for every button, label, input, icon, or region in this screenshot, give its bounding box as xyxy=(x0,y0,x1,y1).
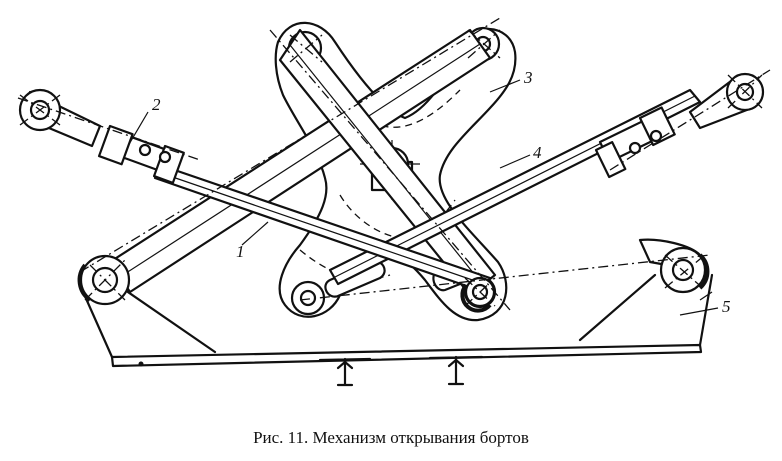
label-part-3: 3 xyxy=(523,68,533,87)
leader-lines xyxy=(127,79,719,316)
label-part-4: 4 xyxy=(533,143,542,162)
label-part-2: 2 xyxy=(152,95,161,114)
rod-right xyxy=(328,72,765,294)
label-part-5: 5 xyxy=(722,297,731,316)
figure-caption: Рис. 11. Механизм открывания бортов xyxy=(253,428,529,447)
center-lines xyxy=(17,17,771,311)
label-part-1: 1 xyxy=(236,242,245,261)
base-frame xyxy=(78,273,714,387)
